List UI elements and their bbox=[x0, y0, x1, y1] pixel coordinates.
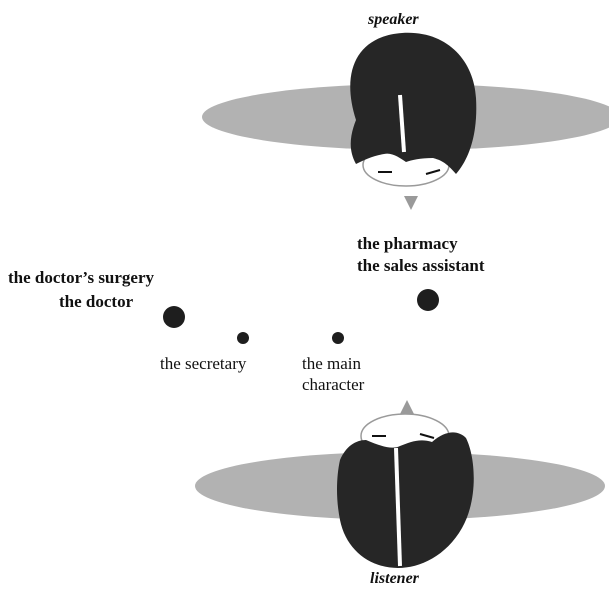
doctor-dot bbox=[163, 306, 185, 328]
speaker-hair bbox=[350, 33, 476, 174]
speaker-label: speaker bbox=[368, 11, 419, 29]
main-character-label-line1: the main bbox=[302, 354, 361, 374]
listener-figure bbox=[195, 400, 605, 568]
listener-nose bbox=[400, 400, 414, 414]
secretary-label: the secretary bbox=[160, 354, 246, 374]
main-character-label-line2: character bbox=[302, 375, 364, 395]
listener-label: listener bbox=[370, 570, 419, 588]
doctor-label: the doctor bbox=[59, 292, 133, 312]
listener-hair bbox=[337, 432, 474, 568]
pharmacy-label: the pharmacy bbox=[357, 234, 458, 254]
speaker-nose bbox=[404, 196, 418, 210]
sales-assistant-label: the sales assistant bbox=[357, 256, 485, 276]
speaker-figure bbox=[202, 33, 609, 210]
main-character-dot bbox=[332, 332, 344, 344]
sales-assistant-dot bbox=[417, 289, 439, 311]
doctors-surgery-label: the doctor’s surgery bbox=[8, 268, 154, 288]
secretary-dot bbox=[237, 332, 249, 344]
